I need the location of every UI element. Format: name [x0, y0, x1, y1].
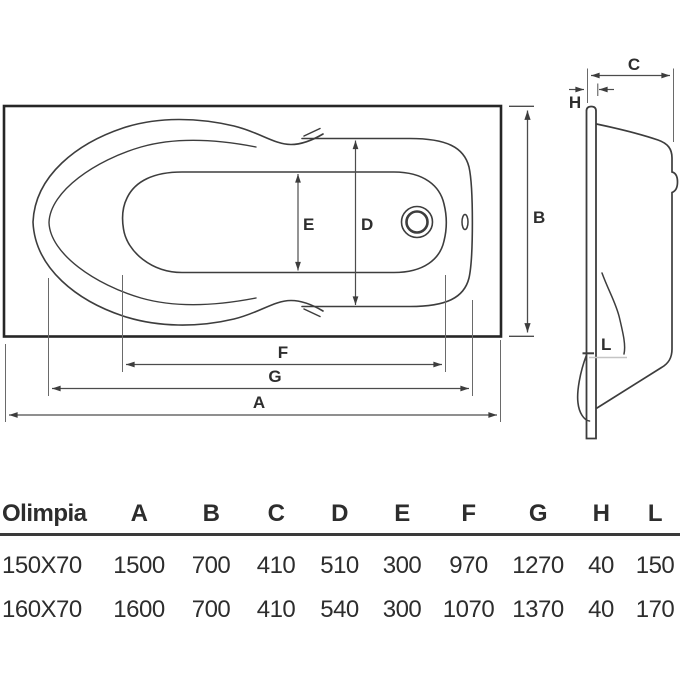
value-cell-A: 1500: [113, 552, 165, 579]
tub-side-profile: [595, 123, 679, 409]
dimension-B: [509, 105, 534, 337]
tub-basin-outline: [121, 171, 448, 274]
top-view: E D B F: [2, 104, 545, 422]
value-cell-H: 40: [588, 552, 614, 579]
value-cell-L: 150: [635, 552, 675, 579]
value-cell-A: 1600: [113, 596, 165, 623]
dimension-label-C: C: [628, 55, 640, 74]
table-header-D: D: [331, 500, 348, 527]
rim-overlap-tick-top: [303, 127, 321, 137]
tub-rim-inner-contour: [48, 139, 257, 306]
tub-wall-curve: [601, 272, 626, 355]
table-header-H: H: [592, 500, 610, 527]
value-cell-G: 1370: [512, 596, 564, 623]
apron-panel: [585, 105, 597, 440]
dimension-label-A: A: [253, 393, 265, 412]
value-cell-B: 700: [191, 596, 231, 623]
value-cell-C: 410: [256, 552, 296, 579]
dimension-label-H: H: [569, 93, 581, 112]
table-header-A: A: [130, 500, 148, 527]
technical-drawing: E D B F: [2, 55, 679, 440]
value-cell-C: 410: [256, 596, 296, 623]
dimension-label-L: L: [601, 335, 611, 354]
tub-rim-right: [301, 137, 474, 308]
value-cell-F: 970: [449, 552, 488, 579]
table-header-B: B: [202, 500, 220, 527]
value-cell-E: 300: [382, 596, 422, 623]
overflow-hole: [461, 213, 469, 231]
value-cell-L: 170: [635, 596, 675, 623]
dimension-label-E: E: [303, 215, 314, 234]
value-cell-D: 510: [320, 552, 359, 579]
value-cell-F: 1070: [442, 596, 495, 623]
drain-inner-circle: [405, 210, 429, 234]
value-cell-E: 300: [382, 552, 422, 579]
bathtub-dimension-drawing: E D B F: [2, 55, 679, 440]
model-size-cell: 150X70: [2, 552, 82, 579]
value-cell-D: 540: [320, 596, 359, 623]
table-row-150x70: 150X70 1500 700 410 510 300 970 1270 40 …: [0, 551, 680, 581]
table-header-L: L: [647, 500, 663, 527]
table-header-F: F: [461, 500, 476, 527]
table-header-E: E: [394, 500, 410, 527]
dimension-H: [569, 83, 614, 96]
value-cell-B: 700: [191, 552, 231, 579]
side-view: C H L: [569, 55, 679, 440]
adjustable-foot-curve: [576, 354, 591, 422]
dimension-label-G: G: [268, 367, 281, 386]
dimension-G: [48, 278, 473, 396]
table-row-160x70: 160X70 1600 700 410 540 300 1070 1370 40…: [0, 595, 680, 625]
value-cell-G: 1270: [512, 552, 564, 579]
value-cell-H: 40: [588, 596, 614, 623]
dimension-label-D: D: [361, 215, 373, 234]
table-divider: [0, 533, 680, 536]
table-header-row: Olimpia A B C D E F G H L: [0, 499, 680, 529]
dimension-C: [587, 68, 674, 142]
tub-rim-left: [32, 118, 324, 326]
dimension-label-B: B: [533, 208, 545, 227]
dimension-label-F: F: [278, 343, 288, 362]
rim-overlap-tick-bottom: [303, 308, 321, 318]
dimension-F: [122, 275, 446, 372]
table-header-model: Olimpia: [2, 500, 87, 527]
table-header-C: C: [267, 500, 285, 527]
drain-outer-circle: [400, 205, 434, 239]
dimension-A: [5, 340, 501, 422]
table-header-G: G: [528, 500, 548, 527]
model-size-cell: 160X70: [2, 596, 82, 623]
